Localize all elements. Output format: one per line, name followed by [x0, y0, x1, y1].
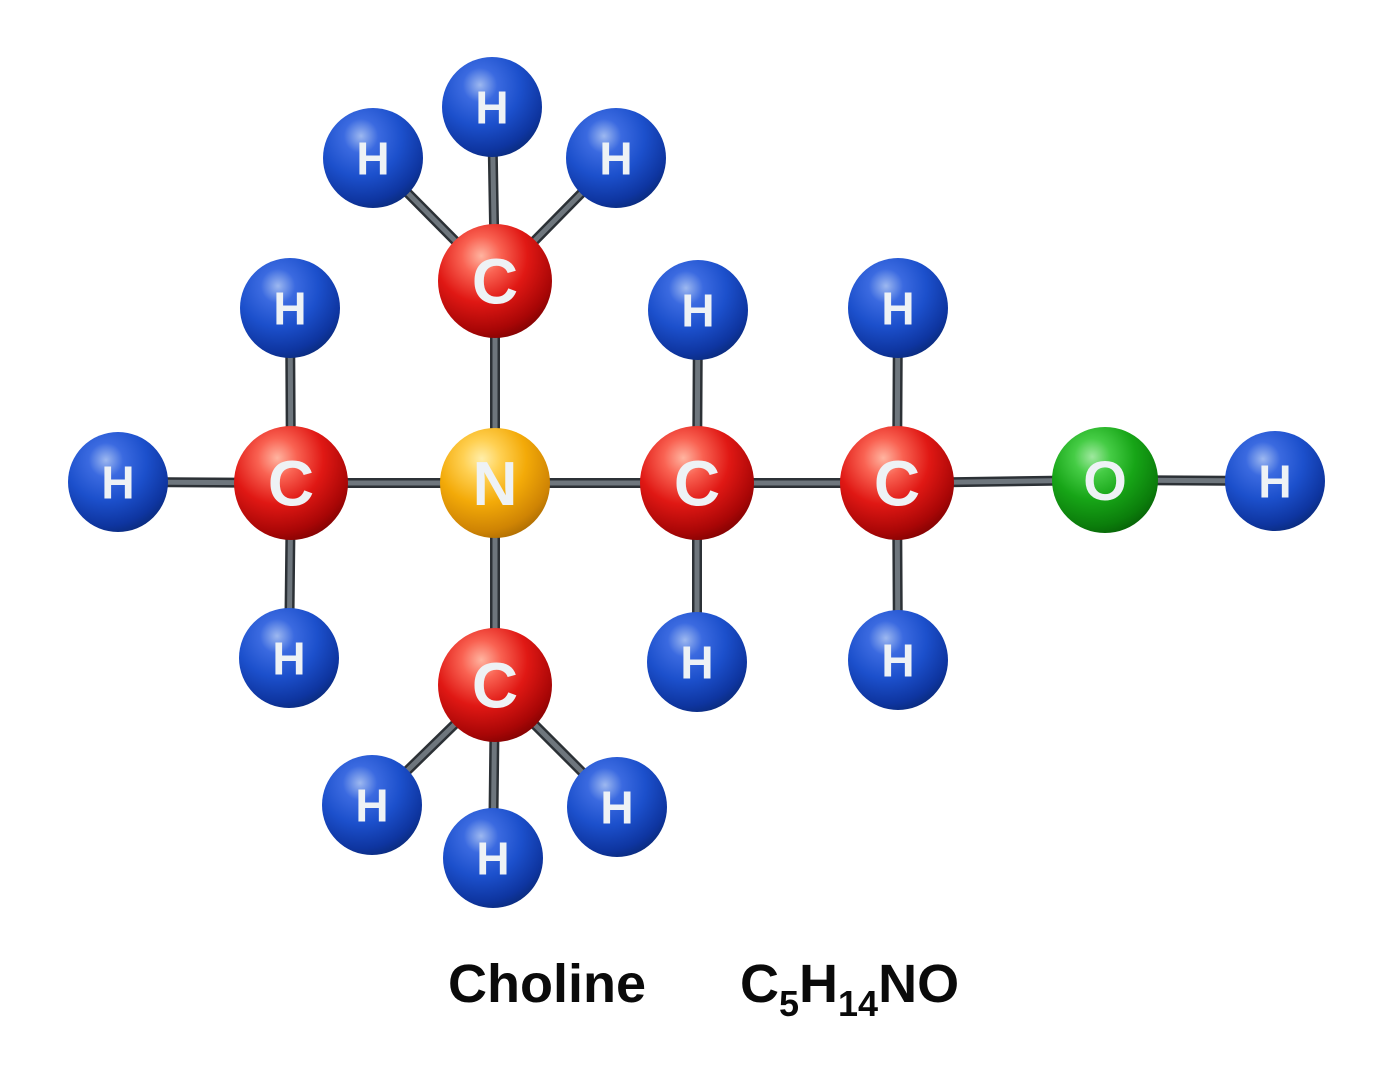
atom-sphere-C1Ha [240, 258, 340, 358]
atom-sphere-C1Hb [239, 608, 339, 708]
atom-sphere-O [1052, 427, 1158, 533]
atom-C3Ha: H [648, 260, 748, 360]
atom-sphere-C4Hb [848, 610, 948, 710]
atom-C2H3: H [566, 108, 666, 208]
atom-sphere-C5H1 [322, 755, 422, 855]
atom-HO: H [1225, 431, 1325, 531]
atom-sphere-C2 [438, 224, 552, 338]
atom-C5H1: H [322, 755, 422, 855]
atom-sphere-C4Ha [848, 258, 948, 358]
atom-sphere-C5H2 [443, 808, 543, 908]
atom-sphere-C3Ha [648, 260, 748, 360]
atom-sphere-C4 [840, 426, 954, 540]
atom-sphere-H1 [68, 432, 168, 532]
atom-C4Hb: H [848, 610, 948, 710]
atom-C2H2: H [442, 57, 542, 157]
atom-O: O [1052, 427, 1158, 533]
atom-C1Hb: H [239, 608, 339, 708]
atom-C5H2: H [443, 808, 543, 908]
atom-C3Hb: H [647, 612, 747, 712]
caption: Choline C5H14NO [448, 954, 960, 1022]
formula-subscript-5: 5 [779, 983, 800, 1024]
atom-C2: C [438, 224, 552, 338]
atom-C5: C [438, 628, 552, 742]
molecule-name: Choline [448, 954, 646, 1014]
atom-C2H1: H [323, 108, 423, 208]
atom-C3: C [640, 426, 754, 540]
formula-element-no: NO [878, 954, 960, 1014]
atom-sphere-HO [1225, 431, 1325, 531]
atom-sphere-C1 [234, 426, 348, 540]
atom-sphere-C2H1 [323, 108, 423, 208]
atom-C1: C [234, 426, 348, 540]
formula-element-c: C [740, 954, 779, 1014]
molecule-formula: C5H14NO [740, 954, 960, 1022]
formula-element-h: H [799, 954, 839, 1014]
atom-sphere-C2H2 [442, 57, 542, 157]
atom-C1Ha: H [240, 258, 340, 358]
atom-sphere-C5H3 [567, 757, 667, 857]
atom-sphere-C5 [438, 628, 552, 742]
atom-sphere-C3Hb [647, 612, 747, 712]
formula-subscript-14: 14 [838, 983, 879, 1024]
atom-C5H3: H [567, 757, 667, 857]
atom-C4Ha: H [848, 258, 948, 358]
atom-N: N [440, 428, 550, 538]
atom-sphere-N [440, 428, 550, 538]
atom-sphere-C3 [640, 426, 754, 540]
atom-sphere-C2H3 [566, 108, 666, 208]
atom-C4: C [840, 426, 954, 540]
atom-H1: H [68, 432, 168, 532]
